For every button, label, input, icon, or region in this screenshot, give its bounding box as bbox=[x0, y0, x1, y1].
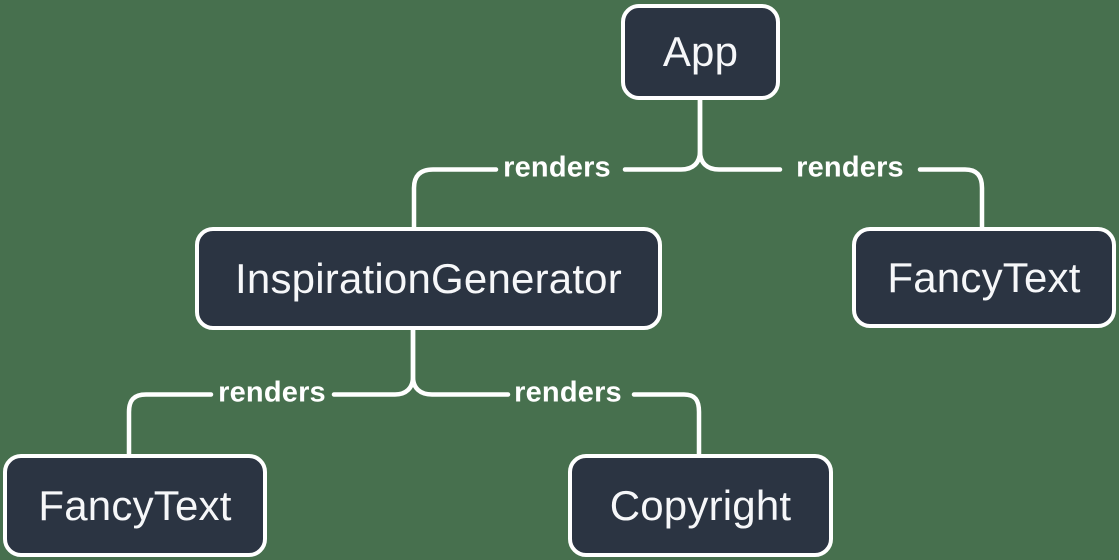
edge-label-renders-inspirationgenerator-copyright: renders bbox=[514, 376, 622, 409]
node-app: App bbox=[621, 4, 780, 100]
node-inspiration-generator-label: InspirationGenerator bbox=[235, 254, 622, 302]
edge-label-renders-inspirationgenerator-fancytext: renders bbox=[218, 376, 326, 409]
node-copyright-label: Copyright bbox=[609, 481, 792, 529]
node-fancytext-right-label: FancyText bbox=[887, 253, 1081, 301]
edge-inspirationgenerator-to-fancytext-line-a bbox=[331, 326, 416, 397]
node-fancytext-right: FancyText bbox=[852, 227, 1116, 328]
node-copyright: Copyright bbox=[568, 454, 833, 557]
edge-inspirationgenerator-to-copyright-line-b bbox=[631, 392, 702, 459]
edge-label-renders-app-inspirationgenerator: renders bbox=[503, 151, 611, 184]
node-fancytext-bottom: FancyText bbox=[3, 454, 267, 557]
edge-app-to-inspirationgenerator-line-a bbox=[622, 97, 703, 172]
node-app-label: App bbox=[662, 28, 739, 75]
node-fancytext-bottom-label: FancyText bbox=[38, 481, 232, 529]
edge-label-renders-app-fancytext: renders bbox=[796, 151, 904, 184]
edge-app-to-fancytext-line-b bbox=[917, 167, 985, 232]
edge-app-to-fancytext-line-a bbox=[697, 97, 783, 172]
edge-app-to-inspirationgenerator-line-b bbox=[411, 167, 499, 232]
edge-inspirationgenerator-to-fancytext-line-b bbox=[126, 392, 214, 459]
edge-inspirationgenerator-to-copyright-line-a bbox=[410, 326, 511, 397]
node-inspiration-generator: InspirationGenerator bbox=[195, 227, 662, 330]
